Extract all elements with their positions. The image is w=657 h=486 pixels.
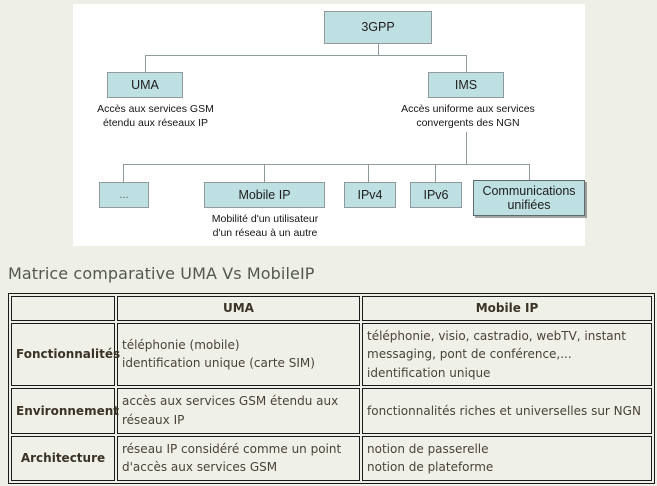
edge-ims-to-bus2 [466, 132, 467, 164]
cell-environnement-mobile-ip: fonctionnalités riches et universelles s… [362, 388, 652, 434]
edge-bus2-to-ellipsis [123, 164, 124, 182]
cell-line: identification unique [367, 365, 491, 380]
hierarchy-diagram-panel: 3GPP UMA IMS ... Mobile IP IPv4 IPv6 Com… [73, 4, 585, 246]
cell-line: réseau IP considéré comme un point [122, 441, 342, 456]
cell-environnement-uma: accès aux services GSM étendu aux réseau… [117, 388, 360, 434]
edge-bus-level2 [123, 164, 530, 165]
row-header-environnement: Environnement [11, 388, 119, 434]
cell-architecture-uma: réseau IP considéré comme un point d'acc… [117, 435, 360, 481]
cell-line: fonctionnalités riches et universelles s… [367, 403, 641, 418]
node-mobile-ip-label: Mobile IP [238, 187, 291, 202]
node-uma-label: UMA [131, 77, 159, 92]
edge-bus2-to-mobileip [264, 164, 265, 182]
matrix-title: Matrice comparative UMA Vs MobileIP [8, 264, 315, 283]
node-ims-label: IMS [454, 77, 478, 92]
table-header-row: UMA Mobile IP [11, 296, 652, 321]
edge-bus-to-ims [466, 55, 467, 72]
cell-fonctionnalites-mobile-ip: téléphonie, visio, castradio, webTV, ins… [362, 322, 652, 387]
column-header-mobile-ip: Mobile IP [362, 296, 652, 321]
edge-bus-level1 [145, 55, 467, 56]
node-mobile-ip[interactable]: Mobile IP [204, 182, 325, 208]
cell-line: téléphonie (mobile) [122, 337, 240, 352]
edge-bus2-to-commsunifiees [529, 164, 530, 182]
comparison-table: UMA Mobile IP Fonctionnalités téléphonie… [8, 293, 655, 484]
node-3gpp[interactable]: 3GPP [324, 11, 432, 44]
node-ellipsis[interactable]: ... [99, 182, 149, 208]
caption-ims: Accès uniforme aux services convergents … [401, 103, 535, 130]
caption-mobile-ip: Mobilité d'un utilisateur d'un réseau à … [211, 213, 319, 240]
node-ipv6-label: IPv6 [423, 187, 449, 202]
node-ims[interactable]: IMS [428, 72, 504, 98]
caption-uma: Accès aux services GSM étendu aux réseau… [97, 103, 214, 130]
cell-line: notion de plateforme [367, 460, 494, 475]
row-header-fonctionnalites: Fonctionnalités [11, 322, 120, 387]
cell-architecture-mobile-ip: notion de passerelle notion de plateform… [362, 435, 652, 481]
node-ellipsis-label: ... [119, 188, 129, 201]
table-row: Architecture réseau IP considéré comme u… [11, 435, 652, 481]
table-row: Environnement accès aux services GSM éte… [11, 388, 652, 434]
cell-line: notion de passerelle [367, 441, 489, 456]
node-3gpp-label: 3GPP [361, 20, 395, 35]
node-ipv6[interactable]: IPv6 [410, 182, 462, 208]
row-header-architecture: Architecture [11, 435, 115, 481]
edge-bus-to-uma [145, 55, 146, 72]
node-uma[interactable]: UMA [107, 72, 183, 98]
cell-line: téléphonie, visio, castradio, webTV, ins… [367, 328, 626, 343]
node-communications-unifiees-label: Communications unifiées [482, 183, 576, 212]
edge-3gpp-to-bus [378, 44, 379, 56]
edge-bus2-to-ipv4 [368, 164, 369, 182]
edge-bus2-to-ipv6 [435, 164, 436, 182]
node-ipv4-label: IPv4 [357, 187, 383, 202]
cell-line: accès aux services GSM étendu aux [122, 394, 339, 409]
table-row: Fonctionnalités téléphonie (mobile) iden… [11, 322, 652, 387]
column-header-uma: UMA [117, 296, 360, 321]
column-header-blank [11, 296, 115, 321]
node-ipv4[interactable]: IPv4 [344, 182, 396, 208]
cell-fonctionnalites-uma: téléphonie (mobile) identification uniqu… [117, 322, 360, 387]
cell-line: d'accès aux services GSM [122, 460, 278, 475]
cell-line: identification unique (carte SIM) [122, 356, 315, 371]
cell-line: messaging, pont de conférence,... [367, 347, 572, 362]
node-communications-unifiees[interactable]: Communications unifiées [473, 180, 585, 216]
cell-line: réseaux IP [122, 412, 185, 427]
